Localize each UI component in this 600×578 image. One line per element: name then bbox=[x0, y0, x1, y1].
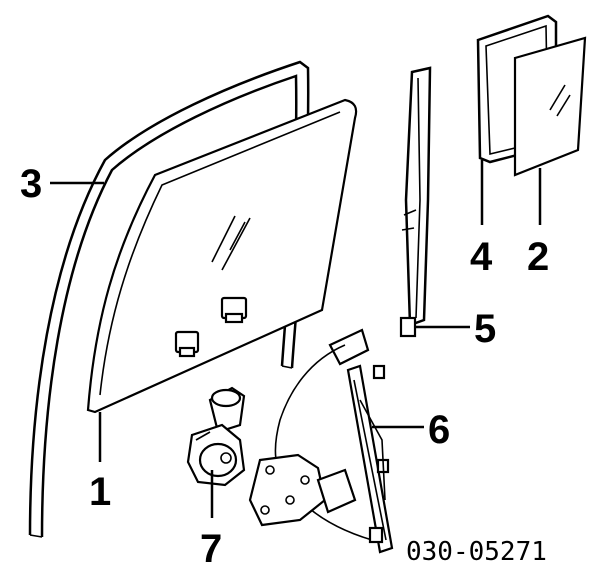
callout-4: 4 bbox=[470, 235, 493, 279]
quarter-glass bbox=[513, 36, 587, 177]
sash-division-bar bbox=[399, 66, 432, 338]
callout-7: 7 bbox=[200, 527, 222, 571]
leader-lines bbox=[50, 160, 542, 518]
callout-5: 5 bbox=[474, 307, 496, 351]
callout-3: 3 bbox=[20, 162, 42, 206]
callout-6: 6 bbox=[428, 408, 450, 452]
regulator-motor bbox=[186, 386, 246, 487]
front-door-glass bbox=[86, 98, 358, 414]
callout-1: 1 bbox=[89, 470, 111, 514]
diagram-part-number: 030-05271 bbox=[406, 537, 547, 567]
window-regulator bbox=[248, 328, 394, 554]
callout-2: 2 bbox=[527, 235, 549, 279]
